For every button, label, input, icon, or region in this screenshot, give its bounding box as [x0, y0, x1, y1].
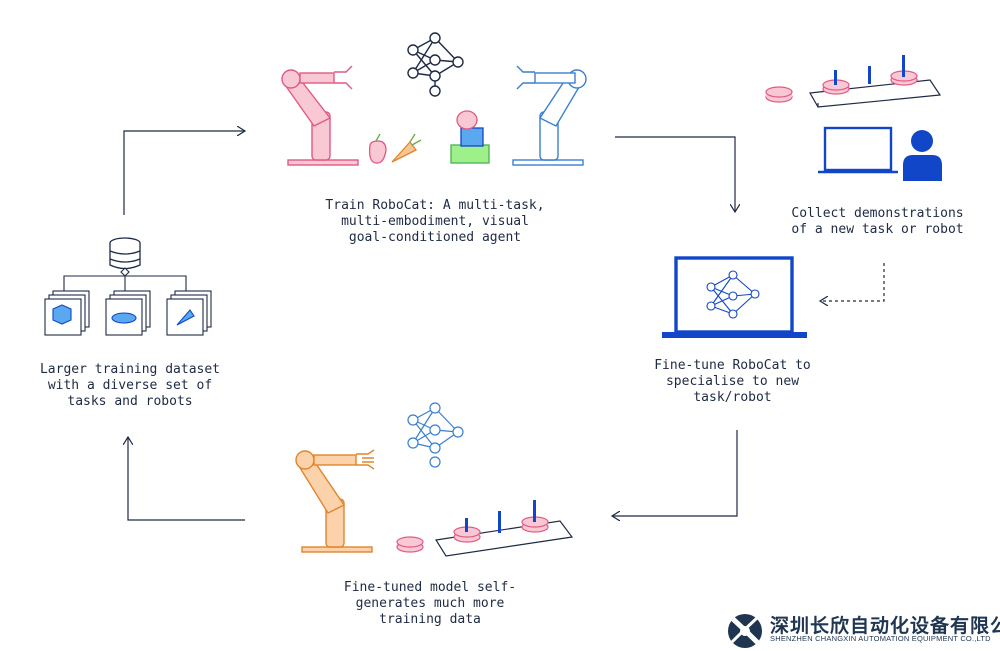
block-icon — [450, 110, 490, 164]
task-board-icon-top — [765, 55, 942, 108]
robot-arm-icon-pink — [281, 65, 359, 166]
dataset-card-stack-2 — [105, 290, 151, 336]
person-icon — [903, 130, 942, 181]
company-name-chinese: 深圳长欣自动化设备有限公司 — [770, 615, 1000, 637]
neural-network-icon-laptop — [706, 270, 760, 319]
arrow-collect-to-finetune — [820, 263, 885, 301]
arrow-finetune-to-selfgen — [612, 430, 738, 516]
dataset-card-stack-3 — [166, 290, 212, 336]
arrow-train-to-collect — [615, 136, 735, 212]
neural-network-icon-top — [407, 32, 464, 97]
neural-network-icon-bottom — [407, 402, 464, 468]
carrot-icon — [391, 133, 422, 163]
task-board-icon-bottom — [396, 500, 574, 557]
caption-selfgen: Fine-tuned model self- generates much mo… — [343, 580, 517, 627]
laptop-icon-small — [818, 126, 898, 174]
gear-icon-card — [111, 312, 137, 324]
arrow-selfgen-to-dataset — [128, 437, 245, 521]
caption-train: Train RoboCat: A multi-task, multi-embod… — [325, 198, 545, 245]
dataset-tree-lines — [63, 267, 187, 292]
carrot-icon-card — [176, 309, 195, 326]
arrow-dataset-to-train — [123, 131, 245, 215]
company-logo-mark — [728, 614, 762, 648]
database-icon — [109, 237, 141, 270]
caption-finetune: Fine-tune RoboCat to specialise to new t… — [654, 358, 811, 405]
dataset-card-stack-1 — [44, 290, 90, 336]
robot-arm-icon-orange — [295, 449, 375, 553]
cycle-arrows — [123, 131, 885, 521]
laptop-icon-large — [662, 256, 807, 338]
caption-dataset: Larger training dataset with a diverse s… — [39, 362, 220, 409]
caption-collect: Collect demonstrations of a new task or … — [791, 206, 964, 237]
block-icon-card — [52, 304, 72, 325]
robot-arm-icon-blue — [512, 65, 587, 166]
pepper-icon — [368, 133, 387, 164]
company-name-english: SHENZHEN CHANGXIN AUTOMATION EQUIPMENT C… — [770, 634, 991, 643]
